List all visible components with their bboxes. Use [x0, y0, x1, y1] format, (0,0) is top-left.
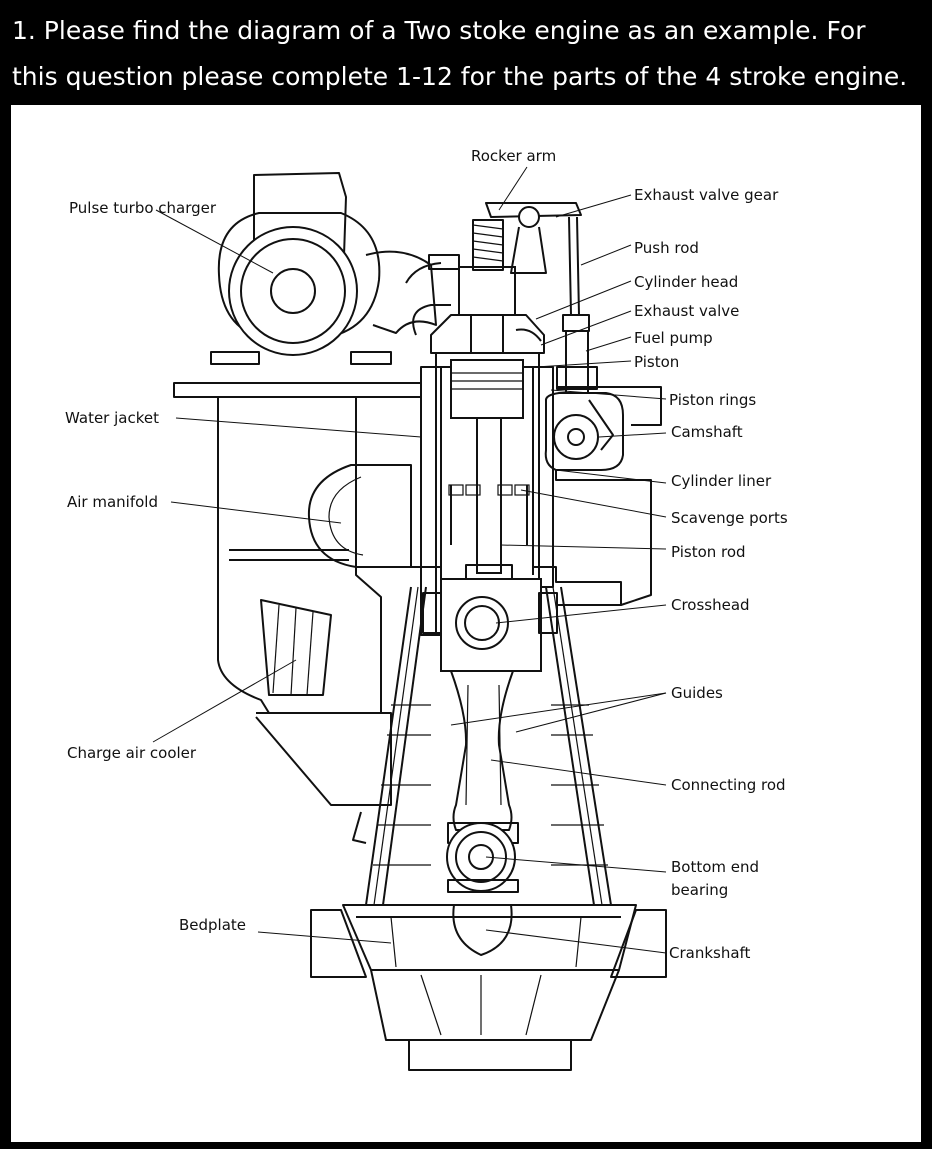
labels: Rocker arm Pulse turbo charger Exhaust v… — [65, 147, 788, 962]
question-text: 1. Please find the diagram of a Two stok… — [12, 8, 924, 100]
label-piston: Piston — [634, 353, 679, 371]
engine-drawing — [173, 172, 667, 1071]
label-scavenge-ports: Scavenge ports — [671, 509, 788, 527]
engine-diagram: Rocker arm Pulse turbo charger Exhaust v… — [65, 147, 788, 1071]
valve-head — [412, 254, 542, 354]
label-charge-air-cooler: Charge air cooler — [67, 744, 197, 762]
leader-lines — [152, 166, 667, 954]
label-exhaust-valve: Exhaust valve — [634, 302, 739, 320]
label-crosshead: Crosshead — [671, 596, 750, 614]
label-bedplate: Bedplate — [179, 916, 246, 934]
diagram-panel: Rocker arm Pulse turbo charger Exhaust v… — [11, 105, 921, 1142]
connecting-rod-shape — [450, 670, 514, 831]
a-frame-guides — [365, 586, 612, 906]
label-cylinder-head: Cylinder head — [634, 273, 738, 291]
crosshead-assembly — [422, 564, 558, 672]
label-water-jacket: Water jacket — [65, 409, 159, 427]
label-guides: Guides — [671, 684, 723, 702]
label-crankshaft: Crankshaft — [669, 944, 751, 962]
rocker-arm-assembly — [472, 202, 590, 332]
fuel-pump-camshaft — [544, 330, 662, 606]
label-piston-rings: Piston rings — [669, 391, 756, 409]
label-piston-rod: Piston rod — [671, 543, 746, 561]
question-line-2: this question please complete 1-12 for t… — [12, 62, 908, 91]
bottom-end-bearing-shape — [446, 822, 519, 893]
label-fuel-pump: Fuel pump — [634, 329, 713, 347]
label-exhaust-valve-gear: Exhaust valve gear — [634, 186, 779, 204]
label-bottom-end-bearing-line1: Bottom end — [671, 858, 759, 876]
bedplate-shape — [310, 904, 667, 1071]
turbocharger — [210, 172, 442, 365]
label-bottom-end-bearing-line2: bearing — [671, 881, 728, 899]
label-pulse-turbo-charger: Pulse turbo charger — [69, 199, 217, 217]
charge-air-cooler-housing — [217, 397, 392, 844]
label-cylinder-liner: Cylinder liner — [671, 472, 772, 490]
label-air-manifold: Air manifold — [67, 493, 158, 511]
platform — [173, 382, 422, 398]
label-rocker-arm: Rocker arm — [471, 147, 556, 165]
label-camshaft: Camshaft — [671, 423, 743, 441]
label-push-rod: Push rod — [634, 239, 699, 257]
air-manifold-shape — [307, 464, 412, 568]
crank-web — [452, 904, 513, 956]
question-line-1: 1. Please find the diagram of a Two stok… — [12, 16, 866, 45]
label-connecting-rod: Connecting rod — [671, 776, 786, 794]
